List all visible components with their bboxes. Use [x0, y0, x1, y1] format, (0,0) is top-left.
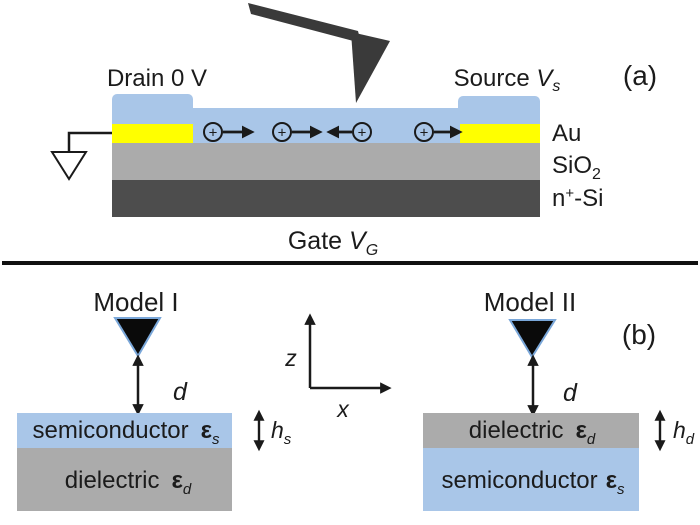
sio2-label: SiO2: [552, 152, 601, 183]
source-text: Source: [454, 65, 537, 92]
charge-plus: +: [278, 125, 287, 142]
model1-title: Model I: [93, 287, 178, 317]
charge-1: +: [203, 122, 255, 142]
au-contact-left: [112, 124, 193, 143]
model1-thickness-symbol: h: [271, 417, 284, 443]
charge-3: +: [326, 122, 372, 142]
charge-circle: [414, 122, 434, 142]
gate-voltage-symbol: V: [349, 227, 368, 255]
charge-circle: [203, 122, 223, 142]
model2-tip-icon: [508, 319, 557, 359]
model1-gap-label: d: [173, 378, 188, 406]
model2-thickness-label: hd: [673, 417, 695, 448]
model2-bottom-layer-eps: ε: [606, 467, 617, 494]
model1-top-layer-name: semiconductor: [33, 417, 189, 444]
nsi-label: n+-Si: [552, 185, 603, 212]
model1-thickness-sub: s: [284, 431, 292, 448]
drain-label: Drain 0 V: [107, 65, 207, 92]
panel-a: + + + + Drain 0 V Source Vs (a) Au SiO2 …: [50, 3, 657, 259]
model1-semiconductor-layer: [17, 413, 232, 448]
x-axis-label: x: [336, 396, 350, 422]
model2-top-layer-name: dielectric: [469, 417, 564, 444]
model2-thickness-symbol: h: [673, 417, 686, 443]
model2-dielectric-layer: [423, 413, 639, 448]
nsi-pre: n: [552, 185, 565, 212]
gate-label: Gate VG: [288, 227, 378, 259]
source-voltage-sub: s: [552, 78, 560, 95]
model2-thickness-sub: d: [686, 431, 695, 448]
afm-cantilever: [248, 3, 361, 43]
charge-circle: [272, 122, 292, 142]
model1-bottom-layer-eps: ε: [171, 467, 182, 494]
model2-bottom-layer-name: semiconductor: [442, 467, 598, 494]
model2-gap-label: d: [563, 379, 578, 407]
model1-tip-icon: [113, 317, 162, 358]
model1-top-layer-eps-sub: s: [212, 431, 220, 448]
coordinate-axes: z x: [284, 313, 392, 422]
panel-divider: [2, 261, 698, 265]
sio2-layer: [112, 143, 540, 180]
nsi-sup: +: [565, 185, 574, 202]
source-voltage-symbol: V: [536, 65, 554, 92]
charge-4: +: [414, 122, 463, 142]
model1-thickness-label: hs: [271, 417, 292, 448]
model2-top-layer-eps-sub: d: [587, 431, 596, 448]
model2-top-layer-eps: ε: [575, 417, 586, 444]
gate-voltage-sub: G: [366, 242, 378, 259]
au-contact-right: [460, 124, 540, 143]
sio2-sub: 2: [592, 166, 601, 183]
au-label: Au: [552, 120, 581, 147]
charge-circle: [352, 122, 372, 142]
sio2-base: SiO: [552, 152, 592, 179]
panel-b-tag: (b): [622, 319, 656, 350]
charge-plus: +: [358, 125, 367, 142]
substrate-layer: [112, 180, 540, 217]
model2-top-layer-label: dielectric εd: [469, 417, 596, 448]
model1-bottom-layer-eps-sub: d: [183, 481, 192, 498]
charge-2: +: [272, 122, 323, 142]
ground-icon: [50, 151, 88, 181]
model1-bottom-layer-name: dielectric: [65, 467, 160, 494]
z-axis-label: z: [284, 345, 297, 371]
panel-a-tag: (a): [623, 60, 657, 91]
source-label: Source Vs: [454, 65, 561, 95]
model1-dielectric-layer: [17, 448, 232, 511]
nsi-post: -Si: [574, 185, 603, 212]
model2-title: Model II: [484, 287, 577, 317]
model2-bottom-layer-label: semiconductor εs: [442, 467, 625, 498]
model2-bottom-layer-eps-sub: s: [617, 481, 625, 498]
gate-text: Gate: [288, 227, 349, 255]
charge-plus: +: [420, 125, 429, 142]
afm-tip: [351, 32, 390, 103]
model1-bottom-layer-label: dielectric εd: [65, 467, 192, 498]
model2-semiconductor-layer: [423, 448, 639, 511]
model1-top-layer-label: semiconductor εs: [33, 417, 220, 448]
charge-plus: +: [209, 125, 218, 142]
model1-top-layer-eps: ε: [201, 417, 212, 444]
ground-wire: [67, 131, 112, 152]
